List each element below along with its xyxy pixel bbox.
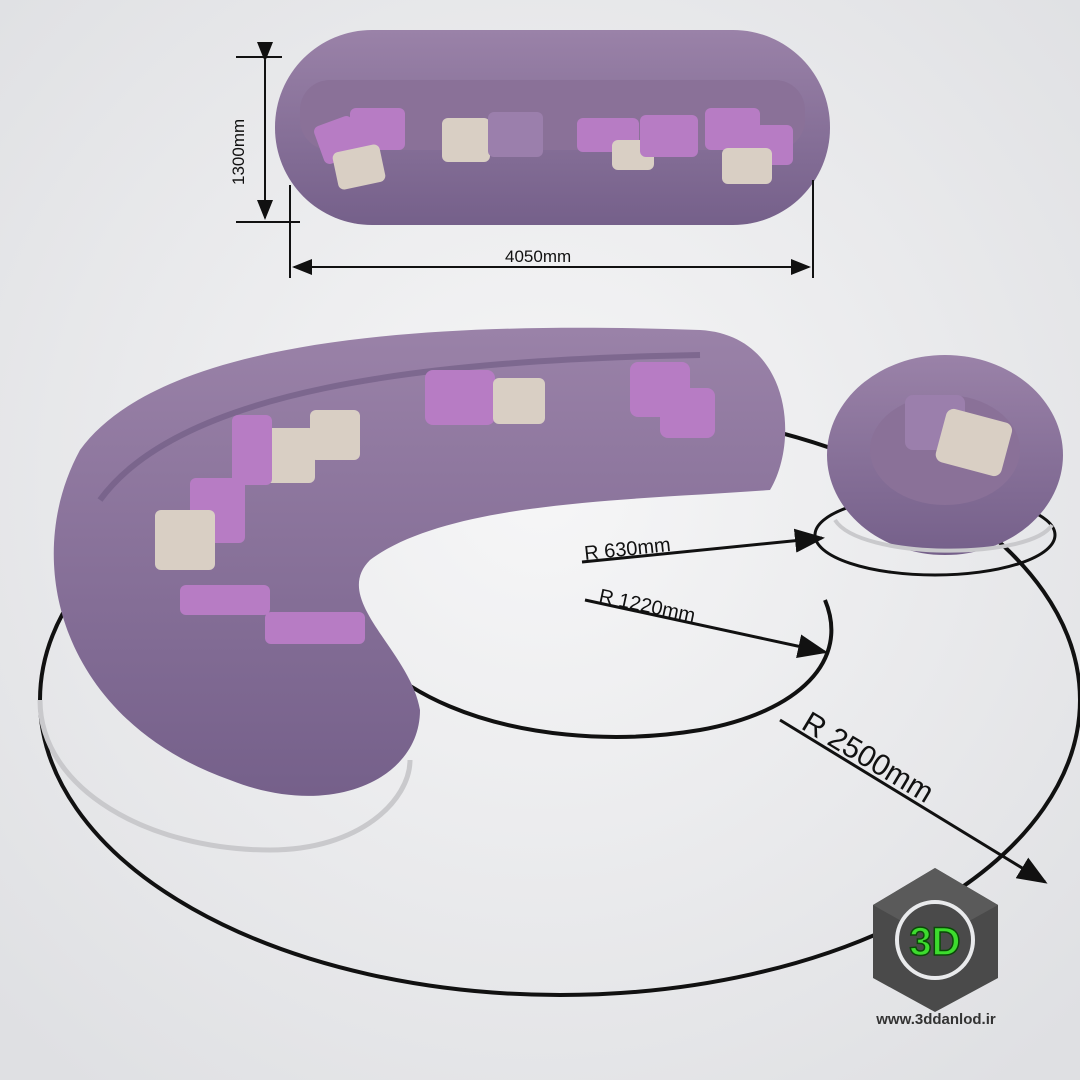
depth-label: 1300mm	[229, 119, 248, 185]
pillows-curved	[155, 362, 715, 644]
depth-dimension: 1300mm	[229, 42, 300, 223]
width-dimension: 4050mm	[289, 180, 814, 278]
width-label: 4050mm	[505, 247, 571, 266]
pillows-top	[314, 108, 793, 190]
curved-sofa	[37, 327, 786, 853]
watermark-logo: 3D www.3ddanlod.ir	[873, 868, 998, 1028]
watermark-url: www.3ddanlod.ir	[875, 1011, 996, 1028]
sofa-top-view	[275, 30, 830, 225]
armchair	[827, 355, 1063, 555]
logo-3d-text: 3D	[909, 920, 960, 964]
